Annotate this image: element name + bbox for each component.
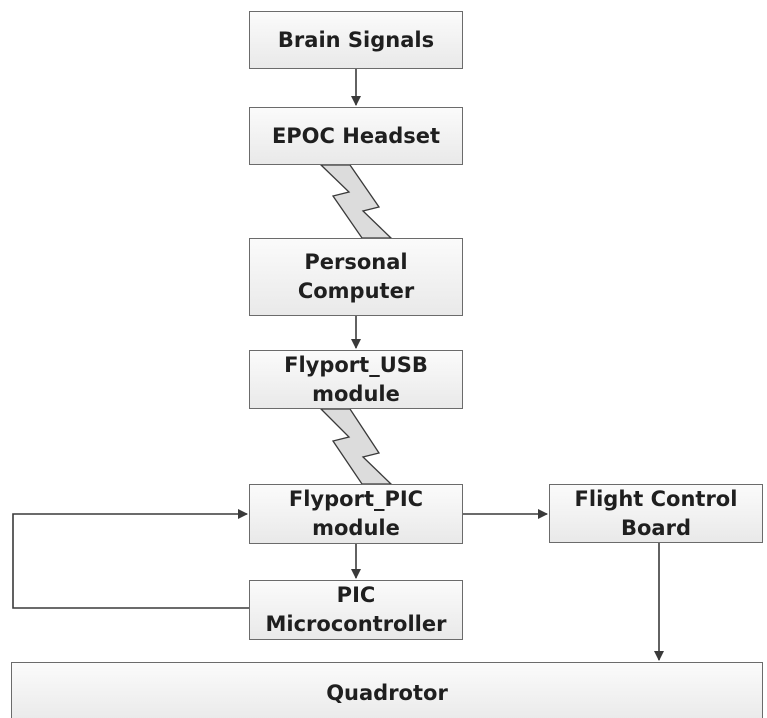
epoc-headset-block: EPOC Headset [249,107,463,165]
pic-microcontroller-block: PIC Microcontroller [249,580,463,640]
personal-computer-block: Personal Computer [249,238,463,316]
flight-control-board-block: Flight Control Board [549,484,763,543]
flyport-pic-module-block: Flyport_PIC module [249,484,463,544]
wireless-link-icon [319,164,393,239]
flyport-usb-module-block: Flyport_USB module [249,350,463,409]
wireless-link-icon [319,408,393,485]
feedback-loop-arrow [12,509,249,609]
quadrotor-block: Quadrotor [11,662,763,718]
brain-signals-block: Brain Signals [249,11,463,69]
